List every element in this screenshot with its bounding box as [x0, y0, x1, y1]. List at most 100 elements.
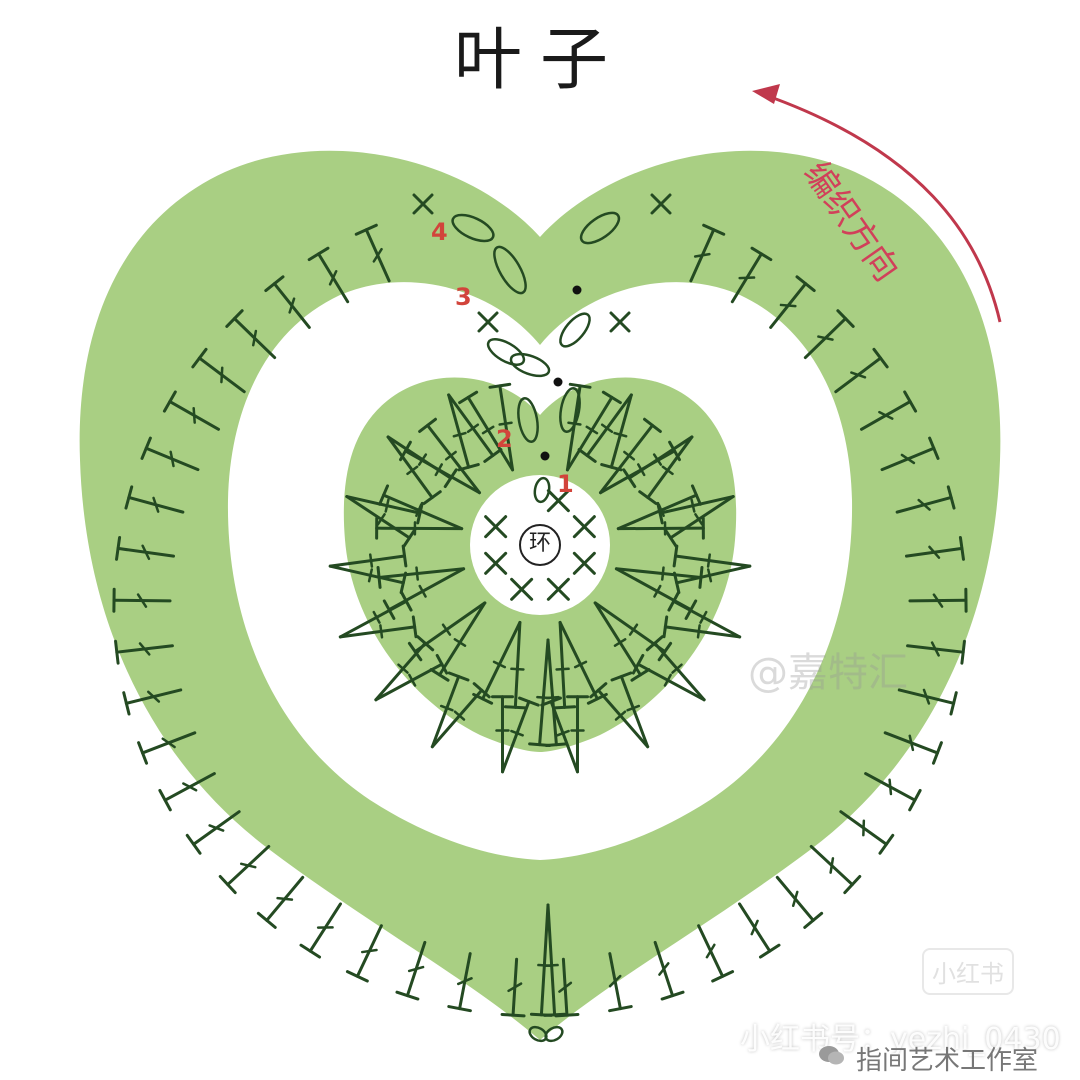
double-crochet-symbol: [264, 275, 311, 329]
chain-symbol: [517, 397, 539, 443]
double-crochet-pair-symbol: [374, 635, 449, 702]
double-crochet-symbol: [122, 688, 183, 716]
round-label-3: 3: [455, 283, 472, 311]
user-id-watermark: 小红书号：yezhi_0430: [740, 1022, 1061, 1057]
double-crochet-pair-symbol: [328, 544, 408, 595]
double-crochet-pair-symbol: [589, 671, 650, 749]
double-crochet-symbol: [697, 924, 735, 983]
double-crochet-symbol: [608, 952, 633, 1013]
double-crochet-symbol: [803, 309, 855, 360]
chain-symbol: [486, 338, 526, 366]
double-crochet-symbol: [689, 223, 726, 283]
app-badge-watermark: 小红书: [922, 948, 1014, 995]
double-crochet-symbol: [158, 772, 216, 812]
double-crochet-symbol: [653, 940, 685, 1001]
double-crochet-symbol: [738, 902, 781, 959]
single-crochet-symbol: [572, 515, 596, 539]
double-crochet-symbol: [162, 390, 221, 431]
double-crochet-symbol: [115, 536, 176, 561]
double-crochet-pair-symbol: [338, 591, 418, 639]
double-crochet-symbol: [880, 436, 940, 472]
chain-symbol: [544, 1025, 564, 1043]
chain-symbol: [559, 312, 591, 348]
double-crochet-symbol: [730, 246, 773, 304]
round-label-4: 4: [431, 218, 448, 246]
double-crochet-symbol: [256, 875, 305, 929]
double-crochet-symbol: [225, 309, 277, 360]
chain-symbol: [493, 245, 527, 295]
direction-arrow-head: [752, 84, 780, 104]
studio-watermark: 指间艺术工作室: [856, 1046, 1039, 1076]
double-crochet-symbol: [500, 957, 526, 1018]
double-crochet-symbol: [895, 485, 956, 514]
single-crochet-symbol: [572, 551, 596, 575]
double-crochet-symbol: [354, 223, 391, 283]
chain-symbol: [579, 211, 621, 245]
double-crochet-symbol: [904, 536, 965, 561]
double-crochet-pair-symbol: [622, 435, 694, 505]
page-title: 叶子: [453, 21, 626, 100]
double-crochet-pair-symbol: [447, 393, 503, 472]
direction-arrow: [764, 93, 1002, 323]
double-crochet-pair-symbol: [631, 635, 706, 702]
single-crochet-symbol: [412, 193, 434, 215]
double-crochet-symbol: [218, 844, 271, 895]
double-crochet-symbol: [299, 902, 342, 959]
double-crochet-symbol: [447, 952, 473, 1013]
double-crochet-symbol: [906, 639, 966, 665]
author-watermark: @嘉特汇: [748, 650, 908, 696]
double-crochet-symbol: [897, 688, 958, 716]
double-crochet-symbol: [191, 347, 246, 394]
chain-symbol: [451, 213, 495, 243]
double-crochet-pair-symbol: [528, 638, 568, 747]
double-crochet-symbol: [112, 587, 172, 613]
single-crochet-symbol: [510, 577, 534, 601]
double-crochet-symbol: [839, 810, 895, 855]
double-crochet-symbol: [883, 731, 943, 765]
chain-symbol: [509, 352, 551, 378]
magic-ring-symbol: [519, 524, 561, 566]
double-crochet-pair-symbol: [458, 382, 515, 472]
double-crochet-symbol: [775, 875, 824, 929]
double-crochet-symbol: [345, 924, 383, 983]
double-crochet-symbol: [809, 844, 862, 895]
magic-ring-area: [470, 475, 610, 615]
single-crochet-symbol: [477, 311, 499, 333]
single-crochet-symbol: [484, 551, 508, 575]
double-crochet-pair-symbol: [672, 544, 752, 595]
slip-stitch-symbol: [572, 285, 582, 295]
double-crochet-pair-symbol: [662, 591, 742, 639]
single-crochet-symbol: [484, 515, 508, 539]
double-crochet-symbol: [769, 275, 816, 329]
double-crochet-pair-symbol: [345, 495, 424, 548]
double-crochet-symbol: [124, 485, 185, 514]
double-crochet-pair-symbol: [540, 695, 590, 774]
double-crochet-symbol: [864, 772, 922, 812]
double-crochet-symbol: [137, 731, 197, 765]
double-crochet-symbol: [307, 246, 350, 304]
slip-stitch-symbol: [553, 377, 563, 387]
ring-label: 环: [528, 531, 551, 556]
single-crochet-symbol: [650, 193, 672, 215]
double-crochet-symbol: [834, 347, 889, 394]
double-crochet-symbol: [114, 639, 174, 665]
double-crochet-pair-symbol: [553, 620, 608, 710]
double-crochet-pair-symbol: [656, 495, 735, 548]
double-crochet-symbol: [859, 390, 918, 431]
double-crochet-pair-symbol: [386, 435, 458, 505]
double-crochet-symbol: [140, 436, 200, 472]
double-crochet-pair-symbol: [529, 903, 567, 1017]
double-crochet-symbol: [185, 810, 241, 855]
single-crochet-symbol: [546, 577, 570, 601]
slip-stitch-symbol: [540, 451, 550, 461]
single-crochet-symbol: [609, 311, 631, 333]
double-crochet-pair-symbol: [430, 671, 491, 749]
chain-symbol: [533, 476, 551, 504]
single-crochet-symbol: [546, 489, 570, 513]
double-crochet-pair-symbol: [490, 695, 540, 774]
wechat-icon: [819, 1046, 844, 1065]
chain-symbol: [559, 387, 581, 433]
round-label-2: 2: [496, 425, 513, 453]
round-label-1: 1: [557, 470, 574, 498]
